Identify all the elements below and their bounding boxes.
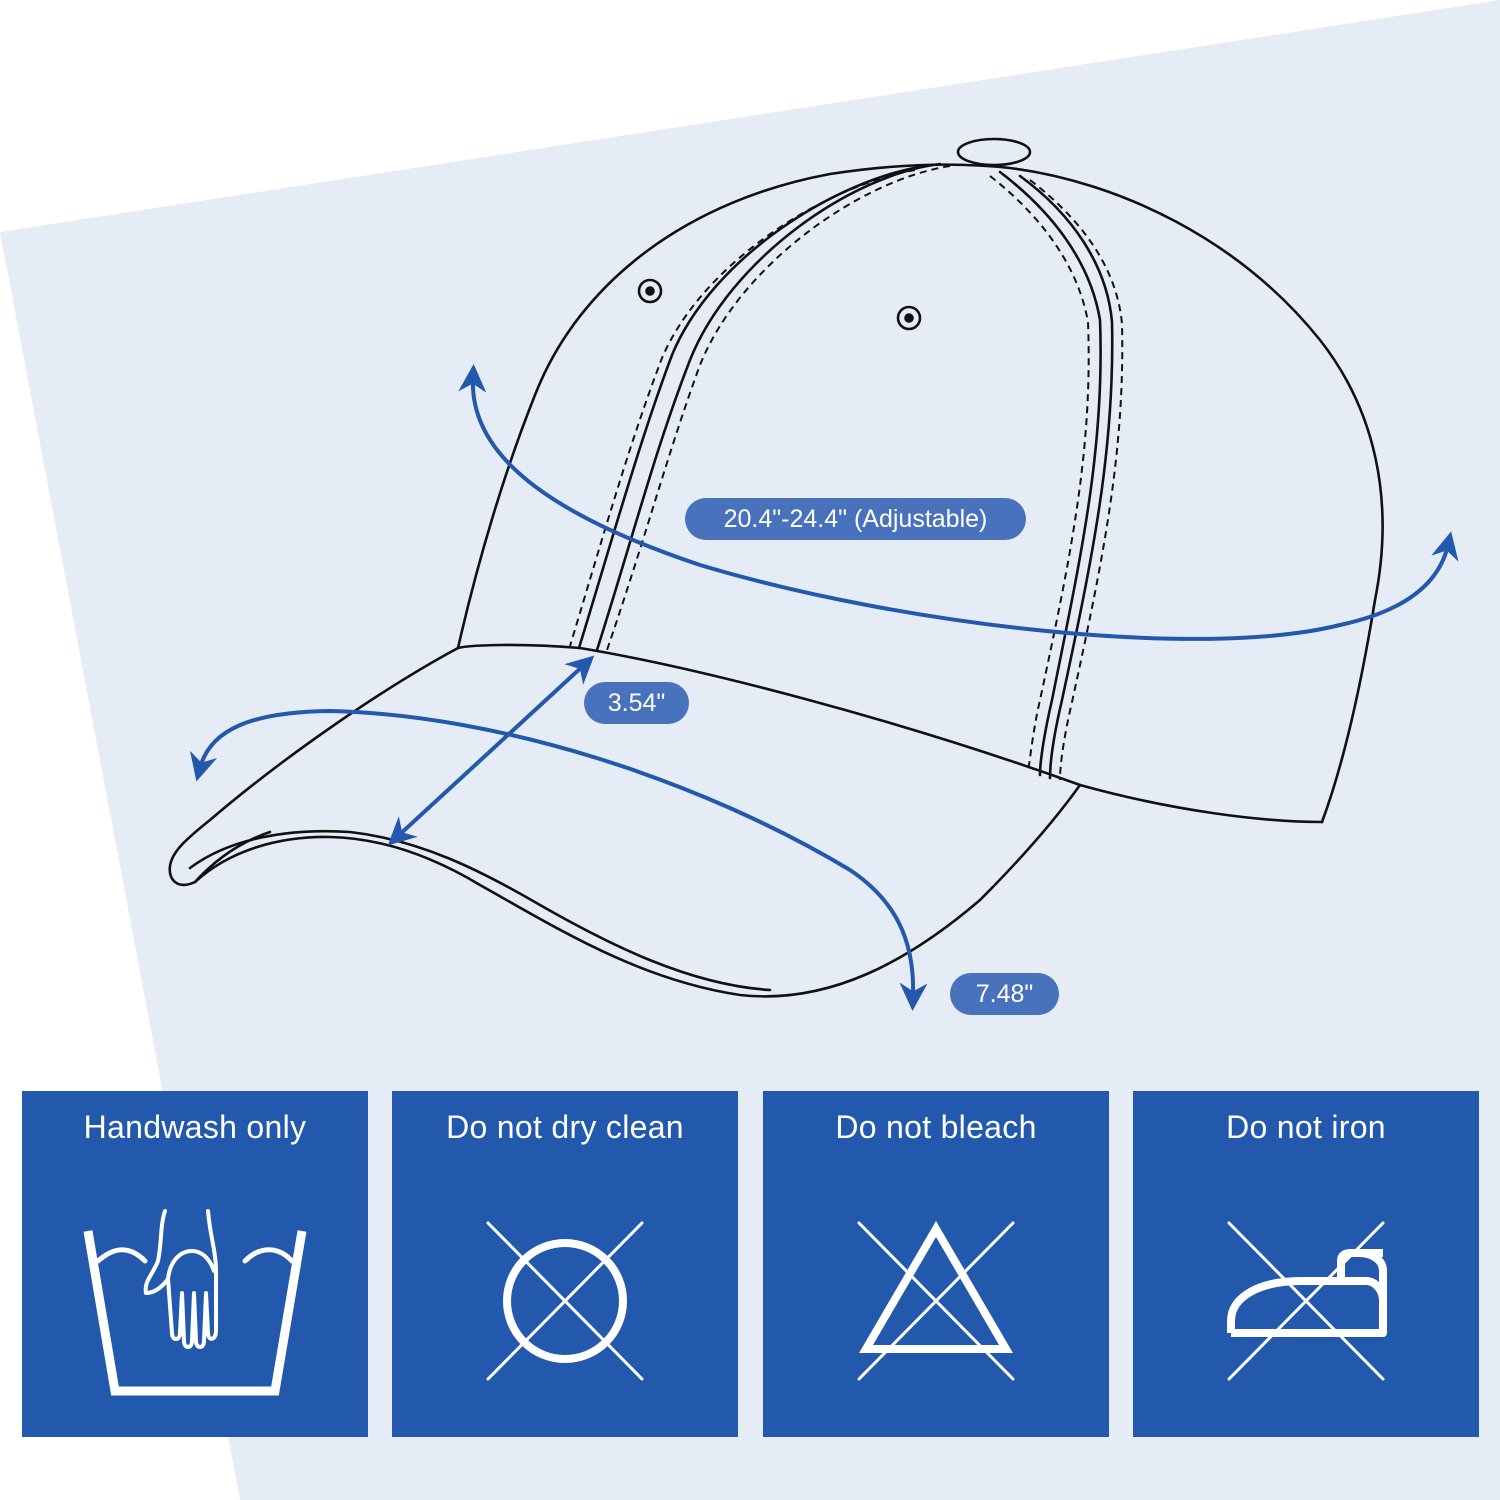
handwash-icon [83, 1209, 307, 1396]
circumference-arrow [458, 364, 1459, 641]
care-card-no-iron: Do not iron [1133, 1091, 1479, 1437]
care-label: Do not bleach [835, 1109, 1037, 1145]
care-label: Do not iron [1226, 1109, 1386, 1145]
brim-width-arrow [190, 708, 928, 1011]
circumference-label: 20.4"-24.4" (Adjustable) [685, 498, 1026, 540]
measurement-arrows [190, 364, 1459, 1011]
care-card-no-dry-clean: Do not dry clean [392, 1091, 738, 1437]
care-card-handwash: Handwash only [22, 1091, 368, 1437]
brim-width-label: 7.48" [950, 973, 1059, 1015]
no-iron-icon [1227, 1221, 1387, 1381]
brim-depth-label: 3.54" [584, 682, 689, 724]
no-bleach-icon [857, 1221, 1015, 1381]
care-label: Handwash only [83, 1109, 307, 1145]
care-label: Do not dry clean [446, 1109, 684, 1145]
no-dry-clean-icon [486, 1221, 644, 1381]
care-card-no-bleach: Do not bleach [763, 1091, 1109, 1437]
